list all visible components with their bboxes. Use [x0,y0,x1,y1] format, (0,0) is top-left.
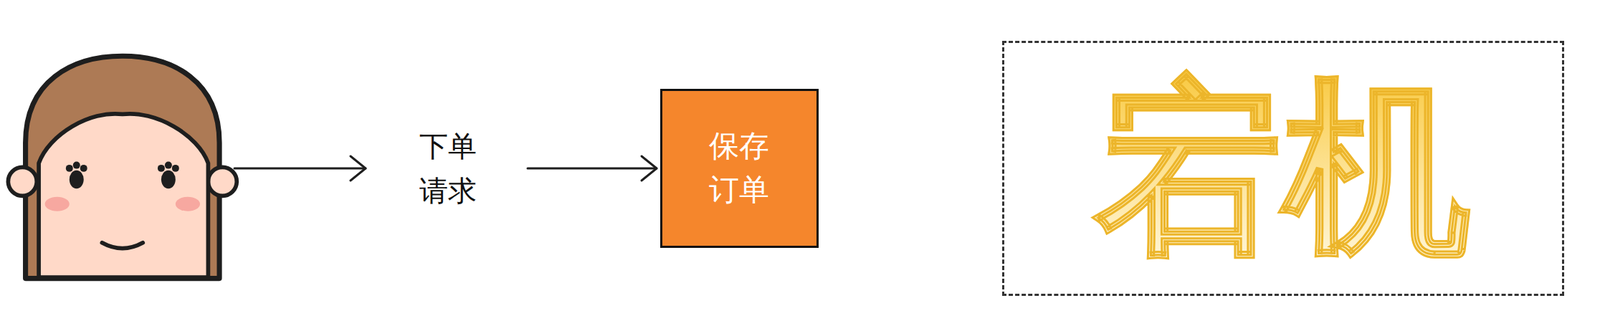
user-face-icon [7,55,237,279]
arrow-line [234,167,366,170]
process-box: 保存 订单 [660,88,819,249]
status-box: 宕机 [1002,40,1565,297]
arrow-line [527,167,657,170]
arrow-head [641,156,657,181]
node-text: 保存 订单 [706,124,772,213]
arrow-head [350,156,366,181]
flow-label: 下单 请求 [417,124,479,213]
node-text: 宕机 [1095,69,1471,267]
